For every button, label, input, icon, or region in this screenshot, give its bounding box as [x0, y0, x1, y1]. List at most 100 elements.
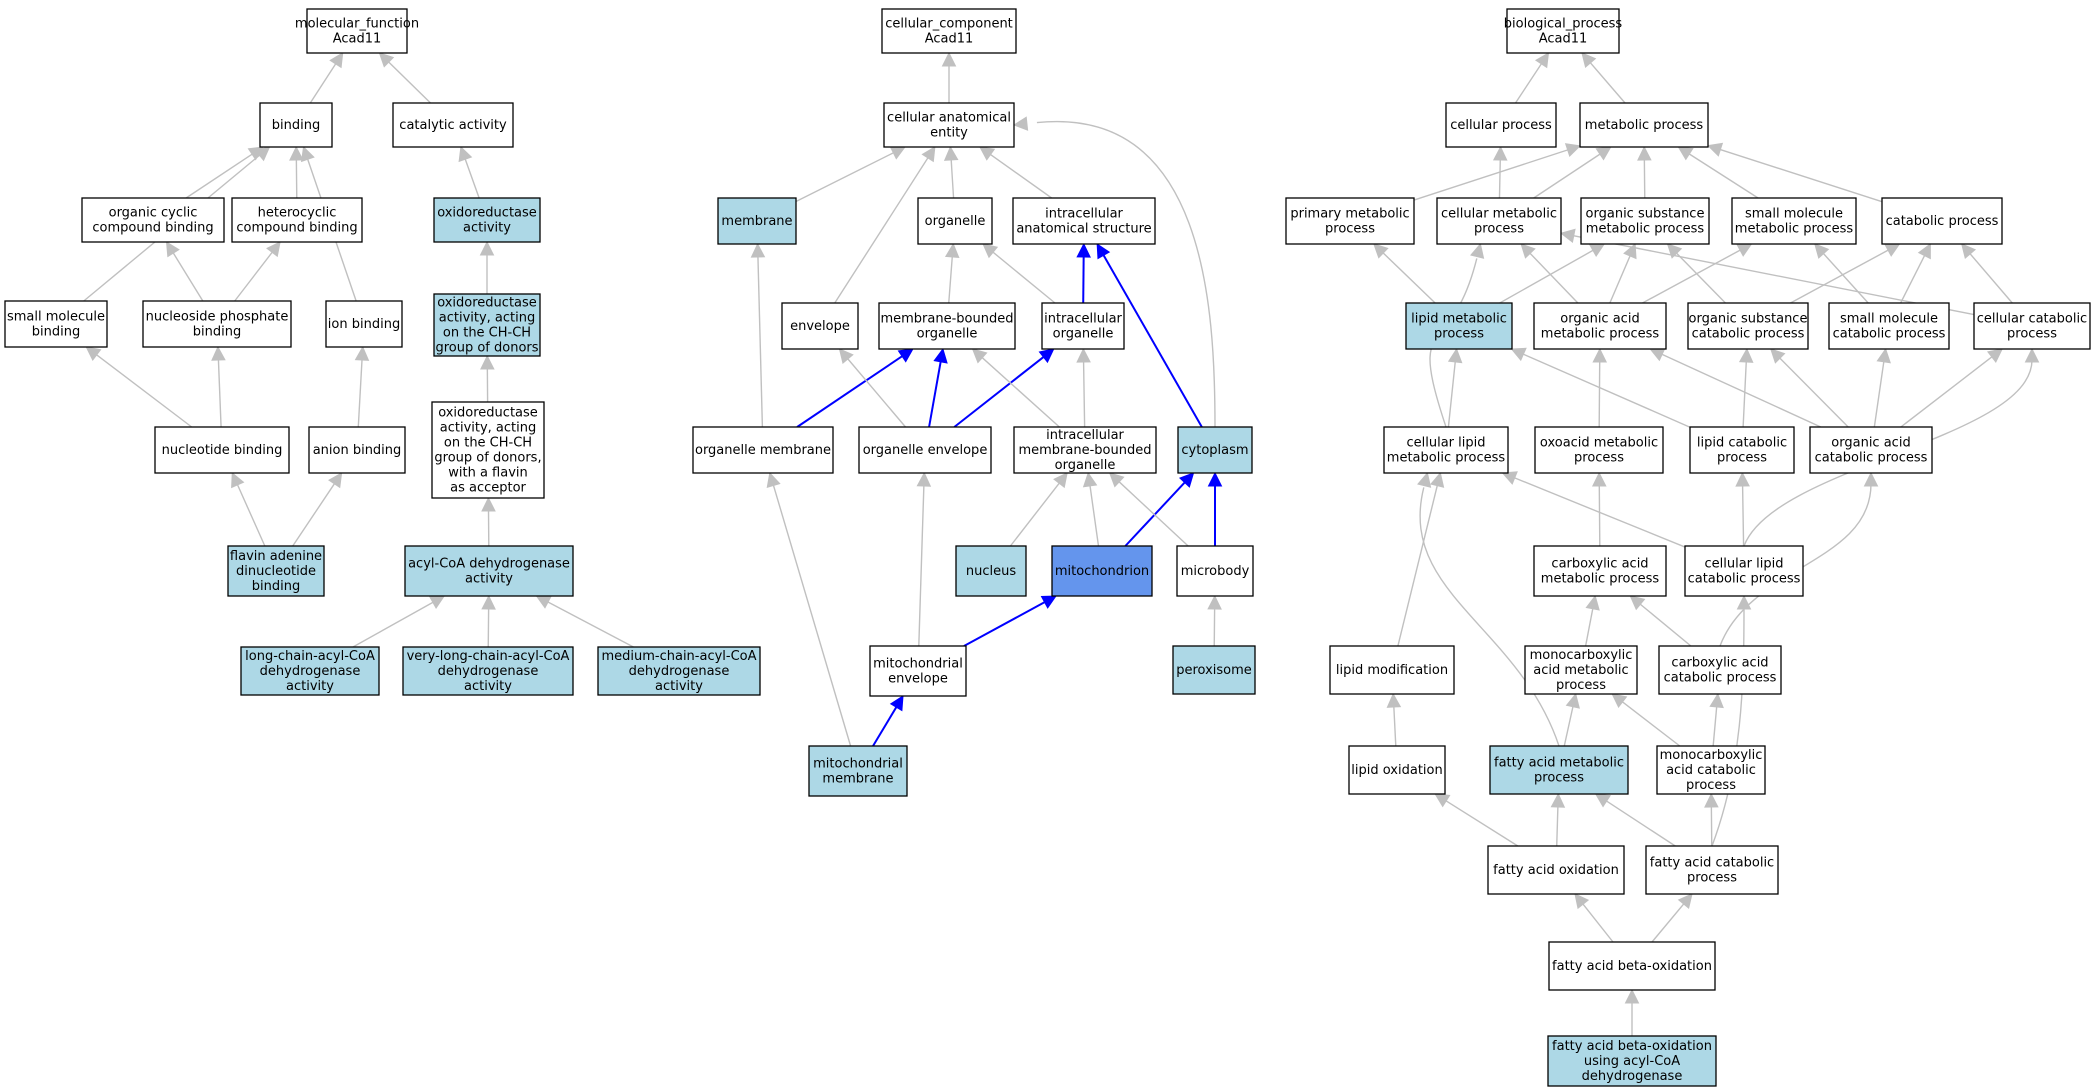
node-peroxisome[interactable]: peroxisome [1172, 645, 1256, 695]
edge-nucb-to-smb [85, 346, 193, 428]
node-box [883, 102, 1015, 148]
node-label-line: activity [464, 679, 512, 694]
edge-mbo-to-organelle [944, 242, 960, 304]
edge-oxmp-to-oamp [1592, 347, 1608, 428]
node-box [717, 197, 797, 245]
node-mitochondrion[interactable]: mitochondrion [1051, 545, 1153, 597]
node-envelope[interactable]: envelope [781, 302, 859, 350]
node-label-line: nucleoside phosphate [146, 310, 289, 325]
node-anion-binding[interactable]: anion binding [308, 426, 406, 474]
edge-fad-to-nucb [231, 471, 266, 547]
edge-lcp-to-lmp [1510, 347, 1691, 428]
node-binding[interactable]: binding [259, 102, 333, 148]
edge-smmp-to-mp [1677, 146, 1759, 199]
node-box [1176, 545, 1254, 597]
node-label-line: fatty acid catabolic [1650, 856, 1774, 871]
edge-cp-to-bp [1514, 52, 1550, 104]
node-nucleus[interactable]: nucleus [955, 545, 1027, 597]
node-box [1809, 426, 1933, 474]
edge-nucb-to-npb [211, 345, 226, 428]
node-catabolic-process[interactable]: catabolic process [1881, 197, 2003, 245]
node-label-line: binding [32, 325, 80, 340]
node-label-line: organelle [1053, 327, 1114, 342]
edge-fabo-to-fao [1574, 893, 1614, 943]
node-medium-chain-acyl-coa-dehydrogenase-activity[interactable]: medium-chain-acyl-CoAdehydrogenaseactivi… [597, 646, 761, 696]
node-lipid-modification[interactable]: lipid modification [1329, 645, 1455, 695]
node-membrane[interactable]: membrane [717, 197, 797, 245]
node-box [1548, 941, 1716, 991]
node-lipid-oxidation[interactable]: lipid oxidation [1348, 745, 1446, 795]
node-box [1506, 8, 1620, 54]
node-label-line: activity [463, 221, 511, 236]
node-label-line: catabolic process [1886, 214, 1999, 229]
node-label-line: process [1686, 778, 1736, 793]
node-organelle-membrane[interactable]: organelle membrane [692, 426, 834, 474]
node-very-long-chain-acyl-coa-dehydrogenase-activity[interactable]: very-long-chain-acyl-CoAdehydrogenaseact… [402, 646, 574, 696]
edge-imbo-to-mbo [971, 348, 1060, 428]
node-organelle[interactable]: organelle [917, 197, 993, 245]
edge-smcp-to-smmp [1814, 243, 1869, 304]
edge-npb-to-hcb [234, 241, 281, 302]
node-nucleotide-binding[interactable]: nucleotide binding [154, 426, 290, 474]
node-label-line: binding [252, 579, 300, 594]
node-box [869, 645, 967, 697]
edge-vlcacd-to-acyl [481, 594, 496, 648]
node-label-line: small molecule [7, 310, 105, 325]
node-cytoplasm[interactable]: cytoplasm [1177, 426, 1253, 474]
node-catalytic-activity[interactable]: catalytic activity [392, 102, 514, 148]
node-box [1172, 645, 1256, 695]
node-ion-binding[interactable]: ion binding [325, 300, 403, 348]
node-organelle-envelope[interactable]: organelle envelope [858, 426, 992, 474]
node-fatty-acid-oxidation[interactable]: fatty acid oxidation [1487, 845, 1625, 895]
node-metabolic-process[interactable]: metabolic process [1579, 102, 1709, 148]
edge-oamp-to-cmp [1520, 243, 1579, 304]
node-microbody[interactable]: microbody [1176, 545, 1254, 597]
node-box [1348, 745, 1446, 795]
node-label-line: catabolic process [1692, 327, 1805, 342]
node-box [1051, 545, 1153, 597]
node-cellular-process[interactable]: cellular process [1445, 102, 1557, 148]
node-fatty-acid-beta-oxidation[interactable]: fatty acid beta-oxidation [1548, 941, 1716, 991]
